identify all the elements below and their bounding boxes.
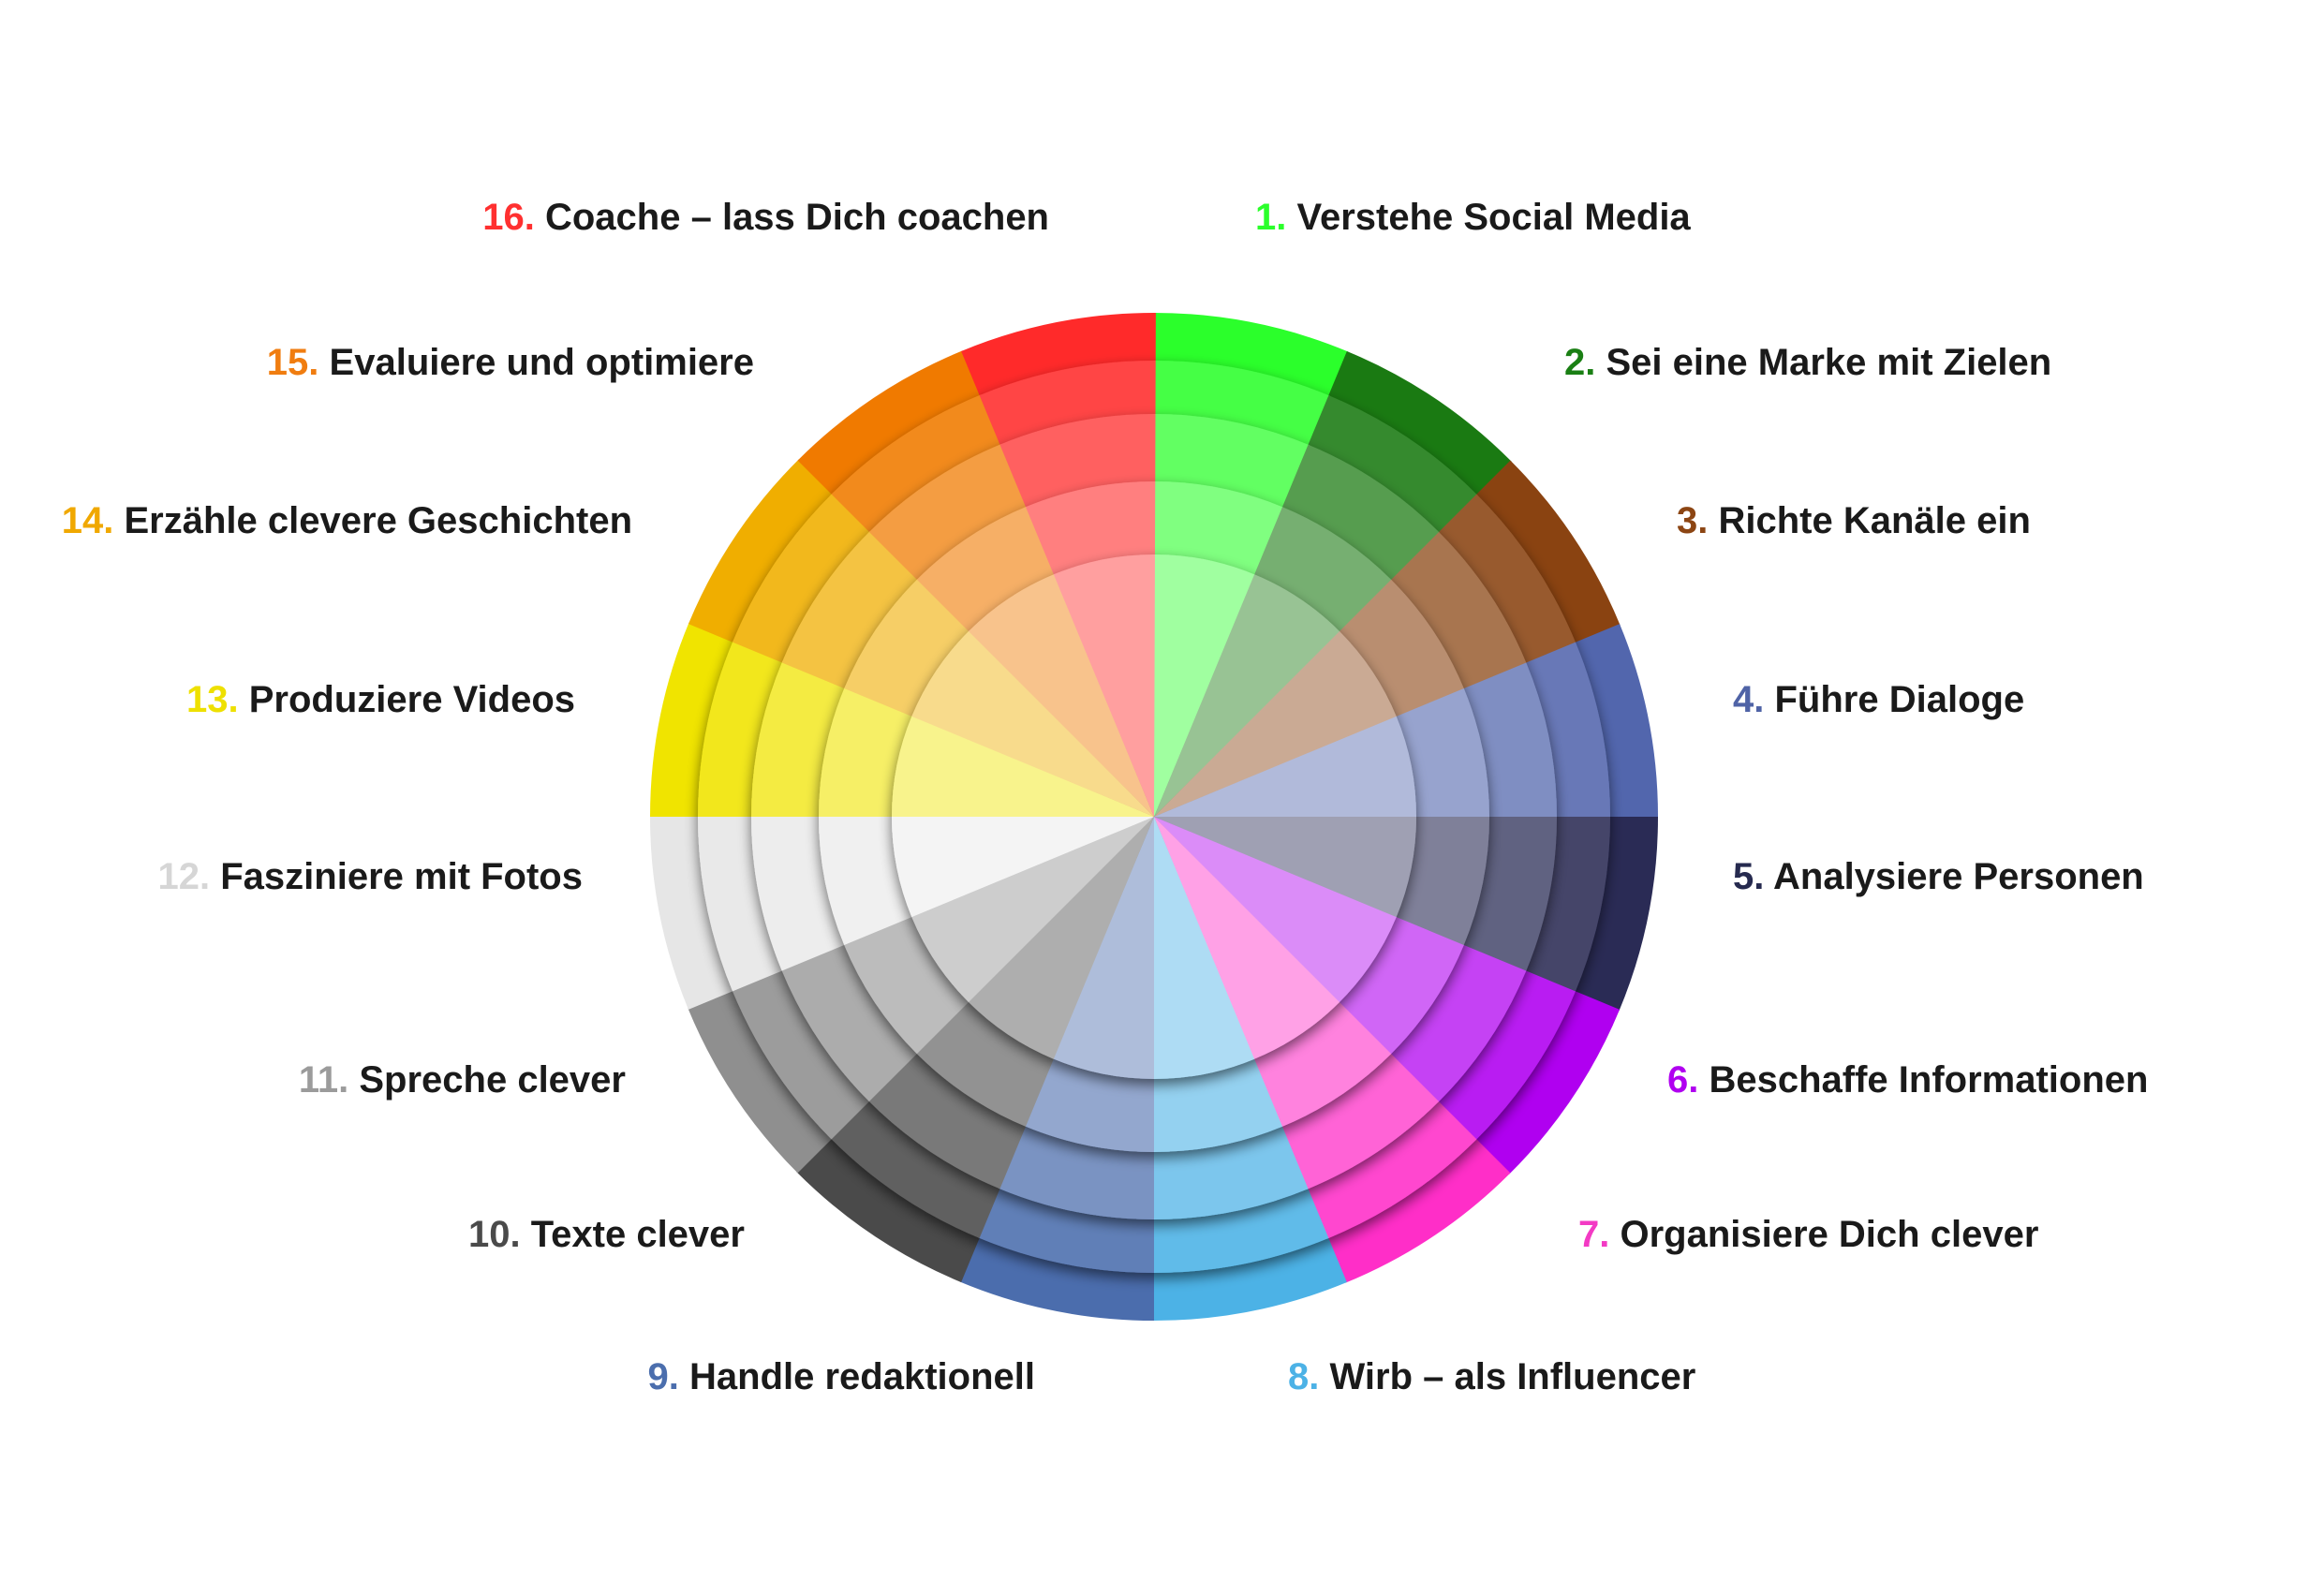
segment-text: Verstehe Social Media	[1296, 197, 1691, 238]
wheel-segment-16	[1053, 554, 1155, 817]
segment-label-10: 10. Texte clever	[468, 1212, 745, 1257]
segment-text: Handle redaktionell	[689, 1356, 1035, 1397]
segment-label-9: 9. Handle redaktionell	[648, 1354, 1035, 1399]
segment-text: Organisiere Dich clever	[1620, 1214, 2039, 1255]
segment-label-7: 7. Organisiere Dich clever	[1578, 1212, 2038, 1257]
segment-label-4: 4. Führe Dialoge	[1733, 677, 2024, 722]
segment-label-6: 6. Beschaffe Informationen	[1667, 1057, 2148, 1102]
segment-label-16: 16. Coache – lass Dich coachen	[482, 195, 1049, 240]
wheel-segment-7	[1154, 817, 1340, 1060]
segment-number: 9.	[647, 1356, 679, 1397]
segment-number: 6.	[1667, 1059, 1699, 1101]
wheel-segment-4	[1154, 716, 1417, 818]
wheel-segment-10	[968, 817, 1154, 1059]
segment-text: Evaluiere und optimiere	[329, 342, 754, 383]
segment-label-5: 5. Analysiere Personen	[1733, 854, 2144, 899]
segment-number: 7.	[1578, 1214, 1610, 1255]
wheel-segment-5	[1154, 817, 1416, 919]
segment-number: 5.	[1733, 856, 1765, 897]
wheel-segment-12	[891, 816, 1154, 918]
segment-text: Texte clever	[530, 1214, 745, 1255]
segment-label-15: 15. Evaluiere und optimiere	[267, 340, 754, 385]
segment-text: Wirb – als Influencer	[1329, 1356, 1696, 1397]
segment-label-12: 12. Fasziniere mit Fotos	[158, 854, 583, 899]
wheel-segment-2	[1154, 574, 1340, 817]
wheel-segment-6	[1154, 817, 1397, 1003]
segment-number: 8.	[1288, 1356, 1320, 1397]
segment-text: Richte Kanäle ein	[1718, 500, 2031, 541]
wheel-segment-15	[969, 573, 1154, 817]
wheel-rings	[697, 360, 1611, 1274]
segment-number: 10.	[467, 1214, 521, 1255]
segment-text: Spreche clever	[359, 1059, 626, 1101]
segment-text: Produziere Videos	[248, 679, 575, 720]
segment-number: 15.	[266, 342, 319, 383]
wheel-segment-1	[1154, 554, 1256, 817]
segment-label-1: 1. Verstehe Social Media	[1255, 195, 1691, 240]
wheel-segment-14	[911, 630, 1154, 817]
segment-number: 4.	[1733, 679, 1765, 720]
segment-text: Beschaffe Informationen	[1709, 1059, 2149, 1101]
segment-text: Sei eine Marke mit Zielen	[1606, 342, 2052, 383]
segment-label-8: 8. Wirb – als Influencer	[1288, 1354, 1695, 1399]
segment-number: 1.	[1255, 197, 1287, 238]
segment-number: 12.	[157, 856, 211, 897]
segment-label-3: 3. Richte Kanäle ein	[1677, 498, 2031, 543]
segment-number: 2.	[1564, 342, 1596, 383]
wheel-segment-9	[1052, 817, 1154, 1079]
wheel-segment-11	[910, 817, 1154, 1002]
segment-label-11: 11. Spreche clever	[299, 1057, 626, 1102]
wheel-ring-5	[891, 554, 1417, 1080]
segment-label-14: 14. Erzähle clevere Geschichten	[62, 498, 632, 543]
wheel-segment-3	[1154, 631, 1398, 817]
segment-number: 13.	[186, 679, 239, 720]
wheel-segment-13	[892, 715, 1154, 817]
segment-number: 11.	[298, 1059, 349, 1101]
segment-text: Analysiere Personen	[1773, 856, 2144, 897]
segment-text: Fasziniere mit Fotos	[220, 856, 583, 897]
segment-number: 3.	[1677, 500, 1709, 541]
segment-number: 14.	[61, 500, 114, 541]
segment-text: Erzähle clevere Geschichten	[124, 500, 633, 541]
segment-text: Coache – lass Dich coachen	[544, 197, 1049, 238]
segment-label-2: 2. Sei eine Marke mit Zielen	[1564, 340, 2051, 385]
wheel-segment-8	[1153, 817, 1255, 1080]
segment-number: 16.	[482, 197, 535, 238]
segment-text: Führe Dialoge	[1774, 679, 2025, 720]
segment-label-13: 13. Produziere Videos	[186, 677, 575, 722]
